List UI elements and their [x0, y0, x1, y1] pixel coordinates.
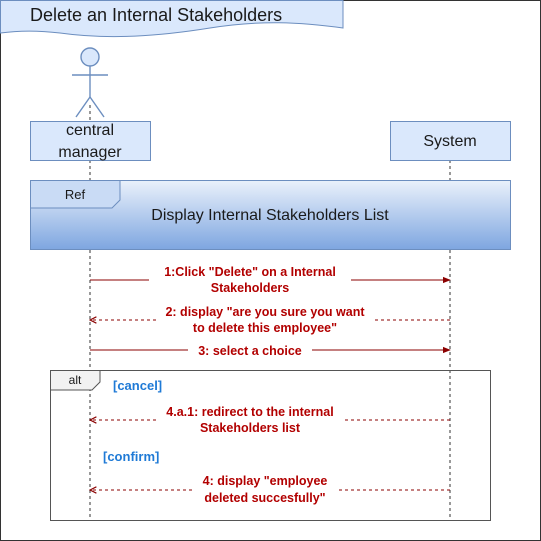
- message-4a1-line-1: 4.a.1: redirect to the internal: [166, 405, 333, 419]
- message-4-line-1: 4: display "employee: [203, 474, 328, 488]
- alt-tag-pentagon: [50, 370, 101, 391]
- message-1-line-2: Stakeholders: [211, 281, 290, 295]
- guard-cancel: [cancel]: [113, 378, 162, 393]
- message-2-line-1: 2: display "are you sure you want: [165, 305, 365, 319]
- alt-tag: alt: [69, 373, 82, 387]
- message-2-line-2: to delete this employee": [193, 321, 337, 335]
- message-3-label-bg: [188, 342, 312, 358]
- title-banner: [0, 0, 344, 38]
- object-box-system: [390, 121, 511, 161]
- actor-icon: [72, 47, 108, 118]
- message-4a1-label-bg: [158, 404, 342, 436]
- object-name-system: System: [423, 133, 476, 150]
- message-3-label: 3: select a choice: [198, 344, 302, 358]
- actor-box-central-manager: [30, 121, 151, 161]
- message-1-line-1: 1:Click "Delete" on a Internal: [164, 265, 336, 279]
- ref-tag: Ref: [65, 187, 86, 202]
- guard-confirm: [confirm]: [103, 449, 159, 464]
- message-4a1-line-2: Stakeholders list: [200, 421, 301, 435]
- actor-name-line-1: central: [66, 122, 114, 139]
- message-4-label-bg: [192, 473, 338, 506]
- ref-label: Display Internal Stakeholders List: [151, 207, 389, 224]
- message-2-label-bg: [158, 304, 372, 336]
- ref-tag-pentagon: [30, 180, 121, 209]
- actor-name-line-2: manager: [58, 144, 122, 161]
- diagram-title: Delete an Internal Stakeholders: [30, 5, 282, 25]
- alt-fragment: [50, 370, 491, 521]
- message-4-line-2: deleted succesfully": [204, 491, 325, 505]
- message-1-label-bg: [149, 264, 351, 296]
